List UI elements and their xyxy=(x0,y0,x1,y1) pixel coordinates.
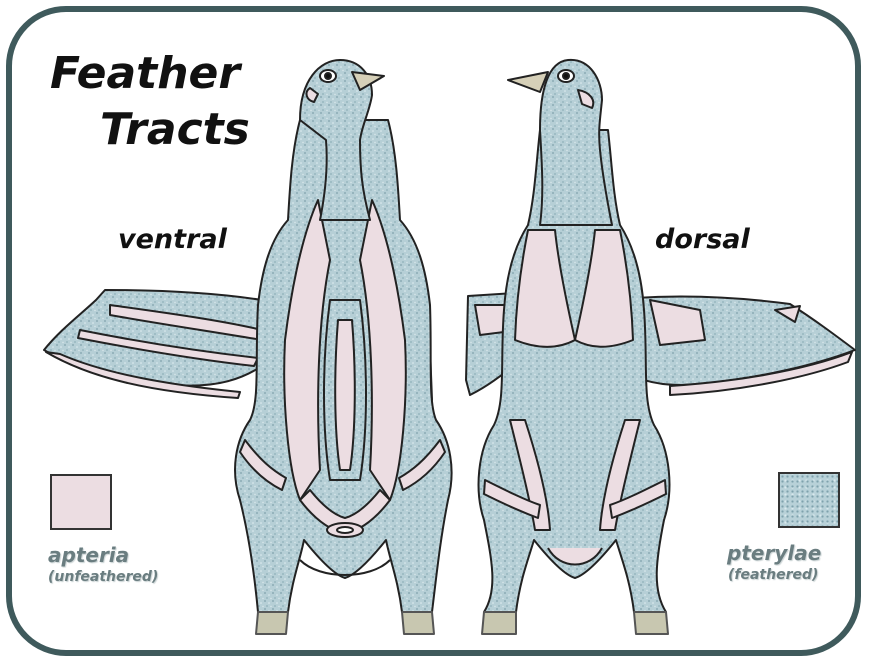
title-line-1: Feather xyxy=(50,48,240,99)
apteria-label: apteria xyxy=(48,543,129,567)
dorsal-beak xyxy=(508,72,548,92)
ventral-label: ventral xyxy=(118,224,227,255)
dorsal-label: dorsal xyxy=(655,224,750,255)
title-line-2: Tracts xyxy=(100,104,250,155)
pterylae-label: pterylae xyxy=(727,541,821,565)
apteria-swatch xyxy=(50,474,112,530)
apteria-sublabel: (unfeathered) xyxy=(48,569,158,585)
pterylae-swatch xyxy=(778,472,840,528)
pterylae-sublabel: (feathered) xyxy=(728,567,818,583)
